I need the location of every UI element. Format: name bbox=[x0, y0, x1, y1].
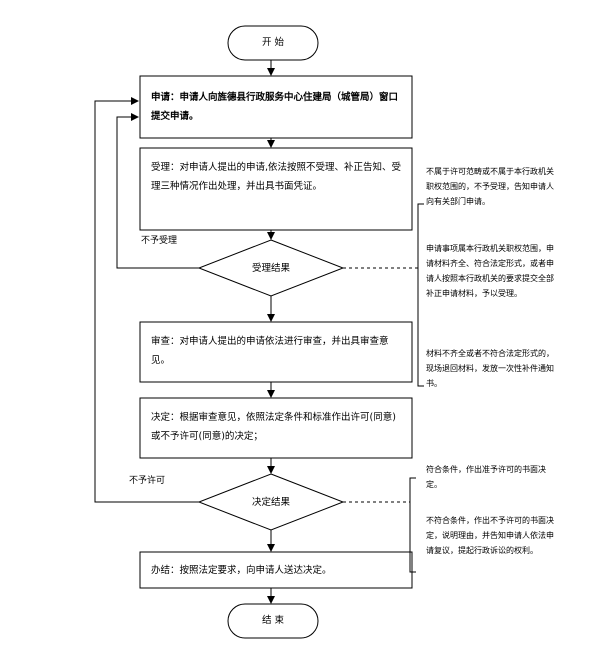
handle-label: 办结：按照法定要求，向申请人送达决定。 bbox=[151, 565, 332, 576]
arrow-not-accepted-loop bbox=[116, 113, 199, 269]
decide-label: 决定：根据审查意见，依照法定条件和标准作出许可(同意)或不予许可(同意)的决定； bbox=[151, 412, 396, 442]
apply-box bbox=[139, 75, 413, 139]
decide-result-label: 决定结果 bbox=[251, 497, 290, 508]
accept-label: 受理：对申请人提出的申请,依法按照不受理、补正告知、受理三种情况作出处理，并出具… bbox=[151, 162, 402, 192]
decide-note-1: 符合条件，作出准予许可的书面决定。 bbox=[426, 465, 546, 489]
accept-note-3: 材料不齐全或者不符合法定形式的，现场退回材料，发放一次性补件通知书。 bbox=[426, 349, 554, 388]
not-permitted-label: 不予许可 bbox=[129, 476, 166, 486]
end-terminal bbox=[227, 603, 319, 639]
accept-box bbox=[139, 147, 413, 231]
accept-note-1: 不属于许可范畴或不属于本行政机关职权范围的，不予受理，告知申请人向有关部门申请。 bbox=[426, 167, 554, 206]
review-box bbox=[139, 321, 413, 383]
review-label: 审查：对申请人提出的申请依法进行审查，并出具审查意见。 bbox=[151, 336, 389, 366]
start-terminal bbox=[227, 25, 319, 61]
decide-notes-bracket bbox=[409, 477, 416, 573]
decide-note-2: 不符合条件，作出不予许可的书面决定，说明理由，并告知申请人依法申请复议，提起行政… bbox=[426, 516, 554, 555]
arrow-not-permitted-loop bbox=[94, 97, 199, 503]
apply-label: 申请：申请人向旌德县行政服务中心住建局（城管局）窗口提交申请。 bbox=[151, 92, 399, 122]
end-label: 结 束 bbox=[261, 615, 285, 626]
accept-result-label: 受理结果 bbox=[251, 263, 290, 274]
start-label: 开 始 bbox=[261, 37, 285, 48]
accept-notes-bracket bbox=[417, 203, 424, 387]
decide-box bbox=[139, 397, 413, 459]
handle-box bbox=[139, 551, 413, 589]
accept-note-2: 申请事项属本行政机关职权范围，申请材料齐全、符合法定形式，或者申请人按照本行政机… bbox=[426, 244, 554, 298]
not-accepted-label: 不予受理 bbox=[141, 236, 178, 246]
